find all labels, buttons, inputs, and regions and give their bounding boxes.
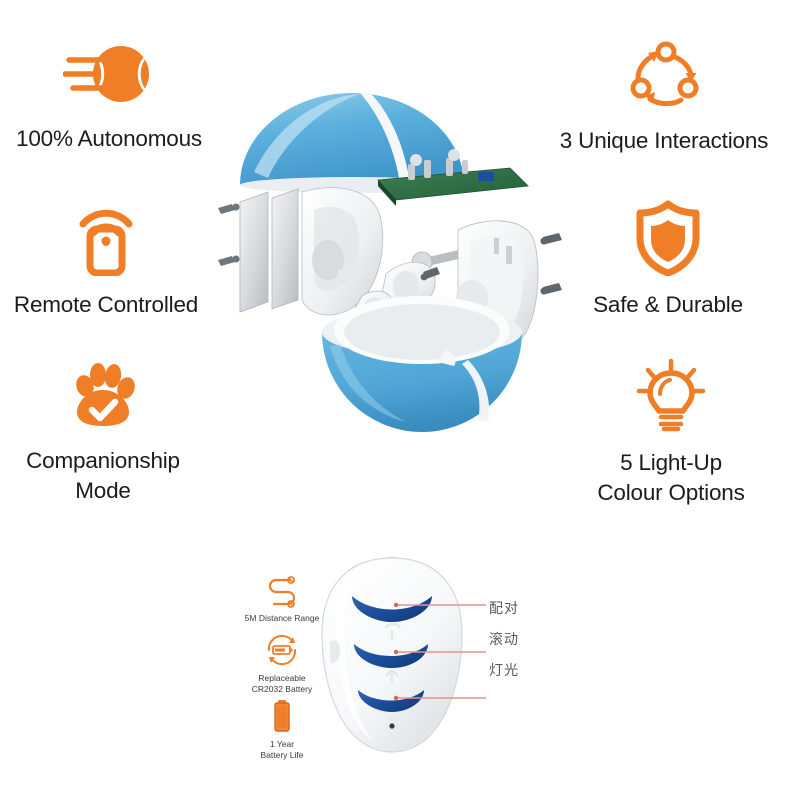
remote-signal-icon	[71, 198, 141, 277]
remote-button-roll	[354, 644, 428, 668]
callout-label-pair: 配对	[489, 601, 519, 617]
callout-anchor-dots	[393, 602, 399, 701]
spec-label: 5M Distance Range	[244, 613, 320, 623]
remote-glyphs	[384, 622, 402, 721]
feature-label: 100% Autonomous	[16, 126, 202, 151]
feature-safe-durable: Safe & Durable	[586, 200, 750, 320]
callout-leader-lines	[396, 604, 486, 699]
feature-remote-controlled: Remote Controlled	[2, 198, 210, 320]
feature-companionship-mode: Companionship Mode	[12, 358, 194, 505]
remote-device-illustration	[321, 556, 486, 753]
bottom-blue-bowl	[322, 296, 522, 433]
feature-autonomous: 100% Autonomous	[6, 38, 212, 154]
screws	[218, 203, 240, 266]
battery-refresh-icon	[263, 632, 301, 668]
feature-unique-interactions: 3 Unique Interactions	[550, 38, 778, 156]
inner-gray-housing	[239, 187, 384, 316]
spec-battery-life: 1 Year Battery Life	[222, 698, 342, 762]
green-circuit-board	[377, 149, 529, 206]
feature-label: 3 Unique Interactions	[559, 128, 769, 153]
remote-button-light	[358, 690, 424, 712]
callout-label-roll: 滚动	[489, 632, 519, 648]
zigzag-path-icon	[264, 574, 300, 608]
feature-light-up-colours: 5 Light-Up Colour Options	[586, 358, 756, 507]
spec-replaceable-battery: Replaceable CR2032 Battery	[222, 632, 342, 696]
remote-body	[321, 557, 463, 753]
feature-label: Companionship Mode	[26, 448, 180, 503]
spec-label: 1 Year Battery Life	[260, 739, 304, 761]
remote-button-pair	[352, 596, 432, 622]
callout-label-light: 灯光	[489, 663, 519, 679]
spec-label: Replaceable CR2032 Battery	[251, 673, 313, 695]
cycle-arrows-icon	[626, 38, 702, 112]
exploded-product-view	[210, 60, 600, 460]
light-bulb-icon	[633, 358, 709, 434]
shield-icon	[632, 200, 704, 277]
remote-buttons	[352, 596, 432, 712]
paw-check-icon	[65, 358, 141, 432]
battery-full-icon	[271, 698, 293, 734]
feature-label: Safe & Durable	[593, 292, 743, 317]
spec-distance-range: 5M Distance Range	[222, 574, 342, 624]
rolling-ball-icon	[62, 38, 155, 110]
remote-led-indicator	[389, 723, 395, 729]
feature-label: Remote Controlled	[13, 292, 199, 317]
feature-label: 5 Light-Up Colour Options	[597, 450, 745, 505]
remote-control-section: 5M Distance Range Replaceable CR2032 Bat…	[0, 530, 800, 800]
